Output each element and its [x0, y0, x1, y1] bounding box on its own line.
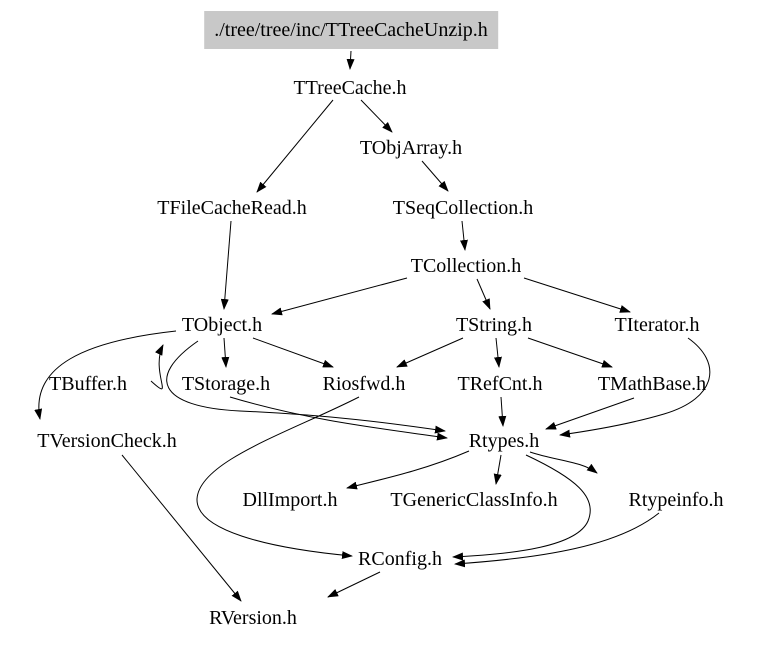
edge-TRefCnt-to-Rtypes — [498, 396, 507, 427]
edge-TIterator-to-Rtypes — [559, 337, 711, 438]
edge-TObject-to-Riosfwd — [252, 337, 334, 368]
graph-node-TRefCnt[interactable]: TRefCnt.h — [457, 373, 543, 395]
edge-TTreeCacheUnzip-to-TTreeCache — [346, 50, 355, 70]
edge-TFileCacheRead-to-TObject — [220, 220, 232, 310]
graph-node-DllImport[interactable]: DllImport.h — [242, 489, 338, 511]
edge-TBuffer-to-TObject — [150, 344, 164, 390]
edge-TObject-to-TVersionCheck — [34, 330, 177, 420]
edge-TString-to-TMathBase — [527, 337, 613, 368]
edge-RConfig-to-RVersion — [327, 571, 381, 598]
graph-node-TIterator[interactable]: TIterator.h — [614, 314, 700, 336]
graph-node-TFileCacheRead[interactable]: TFileCacheRead.h — [157, 197, 307, 219]
graph-node-TGenericClassInfo[interactable]: TGenericClassInfo.h — [390, 489, 558, 511]
edge-Rtypes-to-TGenericClassInfo — [493, 454, 502, 485]
edge-Riosfwd-to-RConfig — [196, 396, 360, 560]
graph-node-TStorage[interactable]: TStorage.h — [181, 373, 271, 395]
graph-node-TObjArray[interactable]: TObjArray.h — [359, 137, 463, 159]
edge-TStorage-to-Rtypes — [229, 396, 448, 441]
edge-TObject-to-Rtypes — [166, 340, 446, 434]
graph-root-node-TTreeCacheUnzip: ./tree/tree/inc/TTreeCacheUnzip.h — [204, 11, 498, 49]
edge-TString-to-TRefCnt — [493, 337, 502, 368]
graph-node-TCollection[interactable]: TCollection.h — [410, 255, 522, 277]
edge-TCollection-to-TObject — [271, 277, 408, 316]
edge-TSeqCollection-to-TCollection — [459, 220, 468, 251]
edge-TObjArray-to-TSeqCollection — [421, 160, 449, 192]
edge-TObject-to-TStorage — [221, 337, 230, 368]
graph-node-TMathBase[interactable]: TMathBase.h — [597, 373, 707, 395]
edge-TString-to-Riosfwd — [396, 337, 464, 368]
edge-TVersionCheck-to-RVersion — [121, 454, 242, 602]
edge-Rtypes-to-Rtypeinfo — [529, 451, 598, 474]
graph-node-RConfig[interactable]: RConfig.h — [358, 548, 442, 570]
edge-TCollection-to-TString — [476, 278, 491, 310]
graph-node-TSeqCollection[interactable]: TSeqCollection.h — [392, 197, 534, 219]
edge-TTreeCache-to-TFileCacheRead — [256, 99, 334, 193]
graph-node-Rtypes[interactable]: Rtypes.h — [468, 430, 540, 452]
graph-node-RVersion[interactable]: RVersion.h — [209, 607, 297, 629]
graph-node-Rtypeinfo[interactable]: Rtypeinfo.h — [628, 489, 724, 511]
graph-node-TVersionCheck[interactable]: TVersionCheck.h — [37, 430, 177, 452]
edge-TTreeCache-to-TObjArray — [360, 99, 393, 133]
edge-TMathBase-to-Rtypes — [545, 397, 635, 430]
edge-Rtypeinfo-to-RConfig — [454, 512, 660, 568]
graph-node-TTreeCache[interactable]: TTreeCache.h — [293, 77, 407, 99]
edge-TCollection-to-TIterator — [523, 277, 631, 313]
graph-node-TBuffer[interactable]: TBuffer.h — [49, 373, 127, 395]
graph-node-TObject[interactable]: TObject.h — [181, 314, 263, 336]
edge-Rtypes-to-RConfig — [452, 454, 591, 561]
edge-Rtypes-to-DllImport — [346, 450, 470, 490]
graph-node-Riosfwd[interactable]: Riosfwd.h — [322, 373, 406, 395]
graph-node-TString[interactable]: TString.h — [455, 314, 533, 336]
